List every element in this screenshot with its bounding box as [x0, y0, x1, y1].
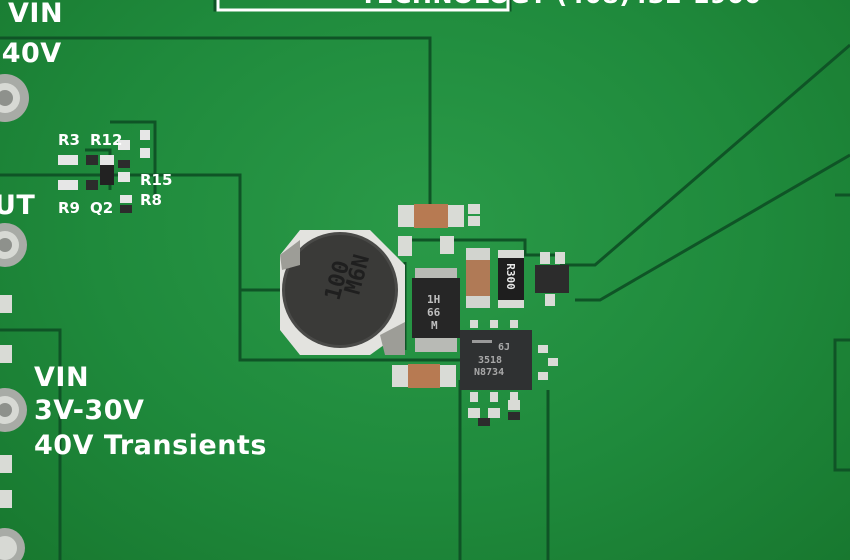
silk-vin-range: 3V-30V	[34, 395, 145, 426]
ic-marking-2: 3518	[478, 355, 503, 366]
edge-pad-1	[0, 295, 12, 313]
silk-ref-r9: R9	[58, 199, 80, 217]
small-parts-bottom	[468, 400, 520, 426]
terminal-bottom	[0, 528, 25, 560]
terminal-mid	[0, 223, 27, 267]
terminal-low	[0, 388, 27, 432]
silk-top-voltage: -40V	[0, 38, 62, 69]
terminal-top	[0, 74, 29, 122]
silk-ref-r8: R8	[140, 191, 162, 209]
diode-marking-1: 1H	[427, 293, 441, 306]
ic-logo-icon	[472, 340, 492, 353]
edge-pad-3	[0, 455, 12, 473]
silk-top-banner: TECHNOLOGY (408)432-1900	[360, 0, 762, 11]
edge-pad-2	[0, 345, 12, 363]
silk-ref-q2: Q2	[90, 199, 114, 217]
transistor	[535, 252, 569, 306]
silk-vin: VIN	[34, 362, 90, 393]
trace-right-2	[833, 338, 850, 472]
capacitor-top	[398, 204, 480, 256]
silk-top-vin: VIN	[8, 0, 64, 29]
power-inductor	[280, 230, 405, 355]
sense-resistor-marking: R300	[503, 263, 517, 290]
silk-ref-r15: R15	[140, 171, 173, 189]
banner-box	[216, 0, 510, 12]
ic-marking-1: 6J	[498, 342, 511, 353]
sense-resistor	[498, 250, 524, 308]
silk-vin-transients: 40V Transients	[34, 430, 267, 461]
trace-r12	[110, 120, 157, 205]
diode	[412, 268, 460, 352]
controller-ic	[460, 320, 558, 402]
diode-marking-3: M	[431, 319, 438, 332]
capacitor-mid	[466, 248, 490, 308]
trace-top-vin	[0, 36, 432, 205]
diode-marking-2: 66	[427, 306, 441, 319]
silk-ref-r12: R12	[90, 131, 123, 149]
trace-diag-2	[575, 153, 850, 302]
resistor-network	[58, 130, 150, 213]
ic-marking-3: N8734	[474, 367, 505, 378]
silk-ref-r3: R3	[58, 131, 80, 149]
capacitor-bottom	[392, 364, 456, 388]
trace-left-lower	[0, 328, 62, 560]
edge-pad-4	[0, 490, 12, 508]
silk-out-label: UT	[0, 190, 36, 221]
trace-diag-1	[560, 43, 850, 267]
